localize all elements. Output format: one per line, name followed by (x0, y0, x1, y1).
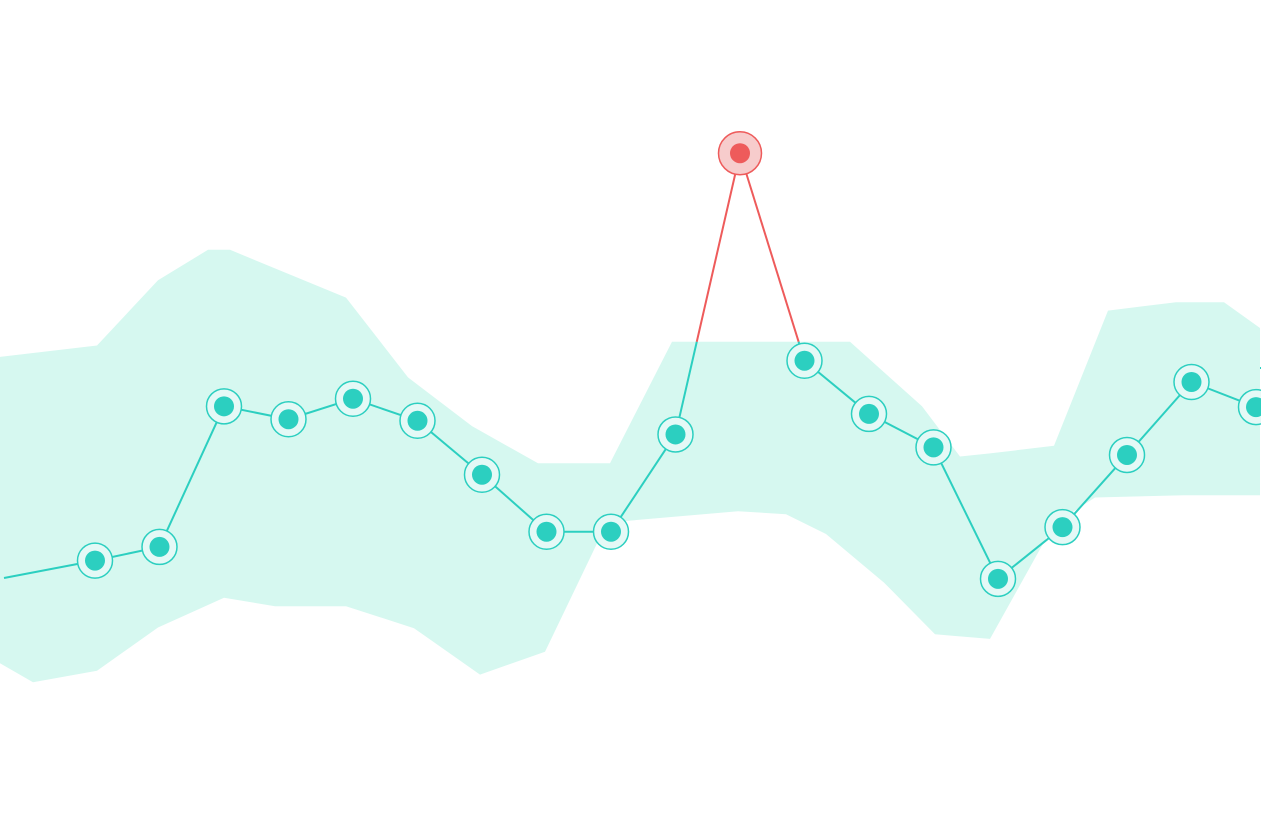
data-point[interactable] (1173, 363, 1210, 401)
data-point[interactable] (850, 395, 888, 433)
data-point-dot (149, 536, 170, 557)
marker-layer (76, 130, 1261, 598)
series-line-segment (158, 405, 225, 548)
data-point-dot (1181, 372, 1202, 392)
data-point-dot (85, 550, 105, 571)
anomaly-point[interactable] (717, 130, 763, 176)
data-point[interactable] (786, 342, 823, 379)
data-point-dot (407, 410, 428, 431)
data-point[interactable] (76, 542, 114, 579)
data-point[interactable] (334, 380, 372, 417)
data-point[interactable] (205, 388, 243, 425)
data-point[interactable] (1237, 388, 1261, 426)
data-point[interactable] (1108, 436, 1146, 474)
data-point-dot (214, 396, 234, 417)
data-point[interactable] (528, 513, 565, 550)
data-point-dot (536, 521, 557, 542)
data-point-dot (343, 388, 363, 409)
confidence-band (0, 249, 1260, 683)
data-point-dot (794, 350, 815, 371)
confidence-band-layer (0, 249, 1260, 683)
data-point-dot (665, 424, 686, 445)
data-point-dot (601, 521, 621, 542)
anomaly-line-segment (739, 152, 800, 343)
data-point-dot (278, 409, 299, 430)
data-point-dot (472, 464, 492, 485)
anomaly-line-segment (695, 153, 741, 342)
data-point[interactable] (1044, 508, 1081, 546)
series-line-segment (932, 446, 999, 580)
series-line-segment (610, 433, 677, 533)
data-point-dot (1117, 444, 1137, 465)
data-point[interactable] (270, 400, 307, 438)
data-point[interactable] (915, 429, 952, 466)
data-point[interactable] (463, 456, 501, 493)
data-point[interactable] (979, 560, 1017, 598)
data-point-dot (859, 403, 879, 424)
data-point[interactable] (399, 402, 436, 440)
data-point-dot (1246, 397, 1261, 418)
anomaly-point-dot (730, 143, 750, 164)
data-point-dot (988, 568, 1008, 589)
data-point-dot (1052, 517, 1073, 538)
data-point[interactable] (141, 528, 178, 566)
data-point[interactable] (592, 513, 630, 550)
data-point-dot (923, 437, 944, 458)
data-point[interactable] (657, 416, 694, 453)
